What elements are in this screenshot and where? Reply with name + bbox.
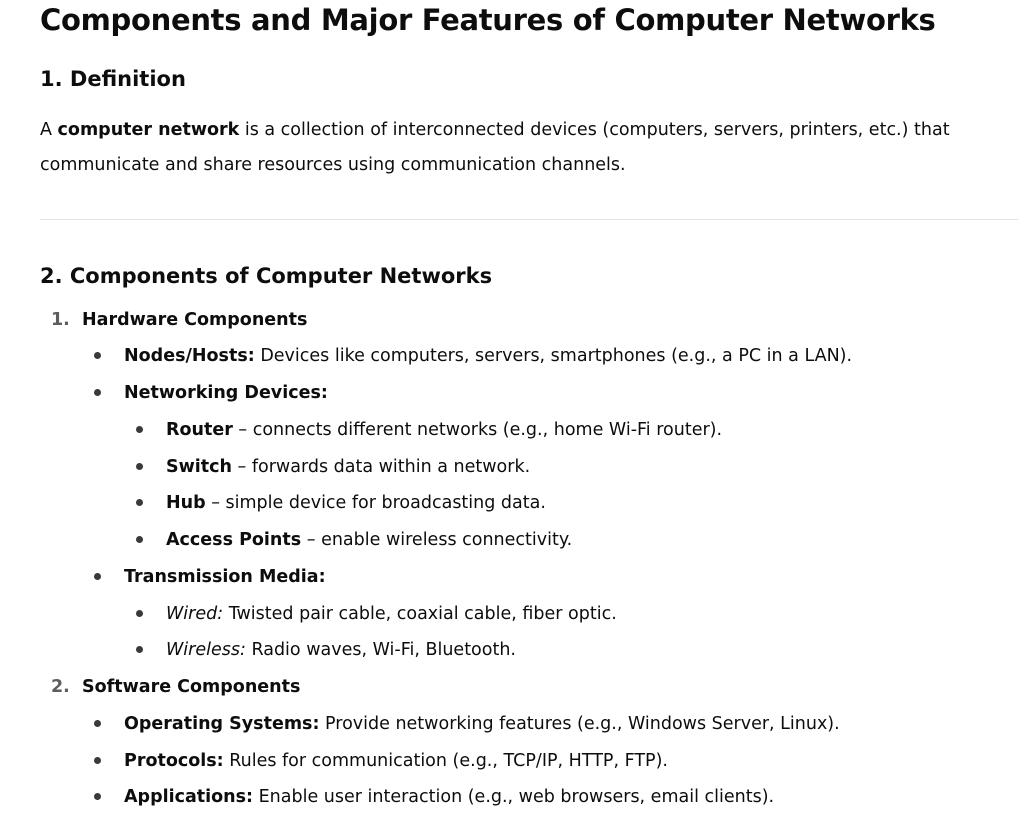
nodes-hosts-term: Nodes/Hosts: bbox=[124, 346, 255, 366]
definition-line2: communicate and share resources using co… bbox=[40, 155, 626, 175]
definition-paragraph: A computer network is a collection of in… bbox=[40, 113, 1000, 183]
list-item-transmission-media: Transmission Media: bbox=[124, 567, 326, 587]
bullet-icon bbox=[94, 352, 101, 359]
applications-term: Applications: bbox=[124, 787, 254, 807]
applications-desc: Enable user interaction (e.g., web brows… bbox=[253, 787, 775, 807]
hub-term: Hub bbox=[166, 493, 206, 513]
router-desc: – connects different networks (e.g., hom… bbox=[232, 420, 723, 440]
definition-prefix: A bbox=[40, 120, 58, 140]
list-item-networking-devices: Networking Devices: bbox=[124, 383, 328, 403]
components-heading: 2. Components of Computer Networks bbox=[40, 264, 493, 288]
protocols-desc: Rules for communication (e.g., TCP/IP, H… bbox=[223, 751, 668, 771]
router-term: Router bbox=[166, 420, 233, 440]
list-item-wired: Wired: Twisted pair cable, coaxial cable… bbox=[166, 602, 617, 626]
list-item-operating-systems: Operating Systems: Provide networking fe… bbox=[124, 712, 840, 736]
switch-desc: – forwards data within a network. bbox=[231, 457, 531, 477]
bullet-icon bbox=[136, 463, 143, 470]
wired-term: Wired: bbox=[166, 604, 224, 624]
access-points-desc: – enable wireless connectivity. bbox=[301, 530, 573, 550]
wireless-desc: Radio waves, Wi-Fi, Bluetooth. bbox=[245, 640, 516, 660]
list-number-hardware: 1. bbox=[51, 310, 70, 330]
bullet-icon bbox=[136, 499, 143, 506]
access-points-term: Access Points bbox=[166, 530, 302, 550]
bullet-icon bbox=[94, 389, 101, 396]
page-title: Components and Major Features of Compute… bbox=[40, 3, 936, 37]
wireless-term: Wireless: bbox=[166, 640, 246, 660]
software-components-label: Software Components bbox=[82, 677, 301, 697]
definition-line1-rest: is a collection of interconnected device… bbox=[239, 120, 950, 140]
bullet-icon bbox=[94, 757, 101, 764]
definition-term: computer network bbox=[57, 120, 240, 140]
switch-term: Switch bbox=[166, 457, 232, 477]
bullet-icon bbox=[94, 720, 101, 727]
wired-desc: Twisted pair cable, coaxial cable, fiber… bbox=[223, 604, 617, 624]
list-item-protocols: Protocols: Rules for communication (e.g.… bbox=[124, 749, 668, 773]
list-item-access-points: Access Points – enable wireless connecti… bbox=[166, 528, 572, 552]
list-item-switch: Switch – forwards data within a network. bbox=[166, 455, 530, 479]
list-item-router: Router – connects different networks (e.… bbox=[166, 418, 722, 442]
hardware-components-label: Hardware Components bbox=[82, 310, 308, 330]
list-item-nodes-hosts: Nodes/Hosts: Devices like computers, ser… bbox=[124, 344, 852, 368]
bullet-icon bbox=[136, 646, 143, 653]
bullet-icon bbox=[136, 610, 143, 617]
bullet-icon bbox=[136, 536, 143, 543]
protocols-term: Protocols: bbox=[124, 751, 224, 771]
nodes-hosts-desc: Devices like computers, servers, smartph… bbox=[254, 346, 853, 366]
section-divider bbox=[40, 219, 1018, 220]
list-item-applications: Applications: Enable user interaction (e… bbox=[124, 785, 774, 809]
list-number-software: 2. bbox=[51, 677, 70, 697]
bullet-icon bbox=[94, 793, 101, 800]
hub-desc: – simple device for broadcasting data. bbox=[205, 493, 546, 513]
definition-heading: 1. Definition bbox=[40, 67, 186, 91]
operating-systems-term: Operating Systems: bbox=[124, 714, 320, 734]
list-item-hub: Hub – simple device for broadcasting dat… bbox=[166, 491, 546, 515]
bullet-icon bbox=[136, 426, 143, 433]
operating-systems-desc: Provide networking features (e.g., Windo… bbox=[319, 714, 840, 734]
list-item-wireless: Wireless: Radio waves, Wi-Fi, Bluetooth. bbox=[166, 638, 516, 662]
bullet-icon bbox=[94, 573, 101, 580]
